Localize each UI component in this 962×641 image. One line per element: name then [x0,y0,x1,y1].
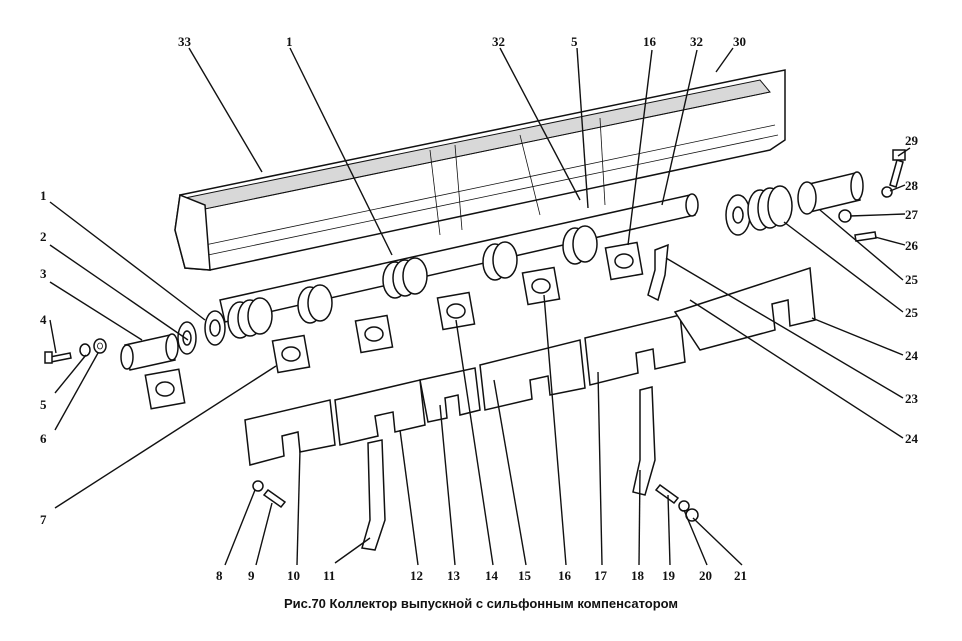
pipe-bellows [227,225,598,339]
label-3: 3 [40,266,47,281]
heat-shield-housing [174,69,786,271]
leader-lines [49,47,911,566]
collector-pipe [219,193,699,339]
label-17: 17 [594,568,608,583]
label-5-top: 5 [571,34,578,49]
label-7: 7 [40,512,47,527]
label-24-upper: 24 [905,348,919,363]
label-12: 12 [410,568,423,583]
left-fasteners [44,338,107,364]
label-1-left: 1 [40,188,47,203]
label-8: 8 [216,568,223,583]
label-33: 33 [178,34,192,49]
label-15: 15 [518,568,532,583]
label-1-top: 1 [286,34,293,49]
figure-caption: Рис.70 Коллектор выпускной с сильфонным … [283,596,679,611]
label-4: 4 [40,312,47,327]
label-13: 13 [447,568,461,583]
label-6: 6 [40,431,47,446]
label-16-top: 16 [643,34,657,49]
right-end-assembly [725,149,906,242]
label-28: 28 [905,178,919,193]
brackets [361,243,669,551]
label-9: 9 [248,568,255,583]
label-5-left: 5 [40,397,47,412]
label-27: 27 [905,207,919,222]
label-2: 2 [40,229,47,244]
label-18: 18 [631,568,645,583]
label-23: 23 [905,391,919,406]
label-25-upper: 25 [905,272,919,287]
label-10: 10 [287,568,300,583]
label-30: 30 [733,34,746,49]
label-24-lower: 24 [905,431,919,446]
label-26: 26 [905,238,919,253]
label-25-lower: 25 [905,305,919,320]
part-labels: 33 1 32 5 16 32 30 1 2 3 4 5 6 7 8 9 10 … [40,34,919,583]
label-29: 29 [905,133,919,148]
label-32: 32 [492,34,505,49]
shield-plates [244,266,816,466]
label-21: 21 [734,568,747,583]
label-14: 14 [485,568,499,583]
label-16-bottom: 16 [558,568,572,583]
label-19: 19 [662,568,676,583]
left-end-assembly [120,310,226,410]
label-20: 20 [699,568,712,583]
outlet-flanges [271,241,644,374]
small-fasteners [252,480,699,522]
label-11: 11 [323,568,335,583]
label-31: 32 [690,34,703,49]
